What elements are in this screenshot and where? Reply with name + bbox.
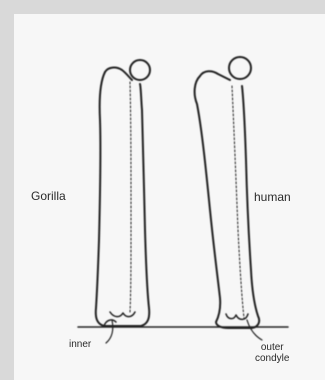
outer-label-line1: outer: [255, 342, 289, 353]
inner-condyle-label: inner: [69, 339, 91, 351]
human-label: human: [254, 191, 291, 203]
outer-label-line2: condyle: [255, 353, 289, 364]
gorilla-label: Gorilla: [31, 190, 66, 202]
human-femoral-head: [229, 57, 251, 79]
inner-condyle-pointer: [106, 320, 113, 343]
outer-condyle-label: outer condyle: [255, 342, 289, 364]
gorilla-femur: [96, 60, 150, 326]
human-femur: [195, 57, 260, 328]
gorilla-femoral-head: [130, 60, 150, 80]
